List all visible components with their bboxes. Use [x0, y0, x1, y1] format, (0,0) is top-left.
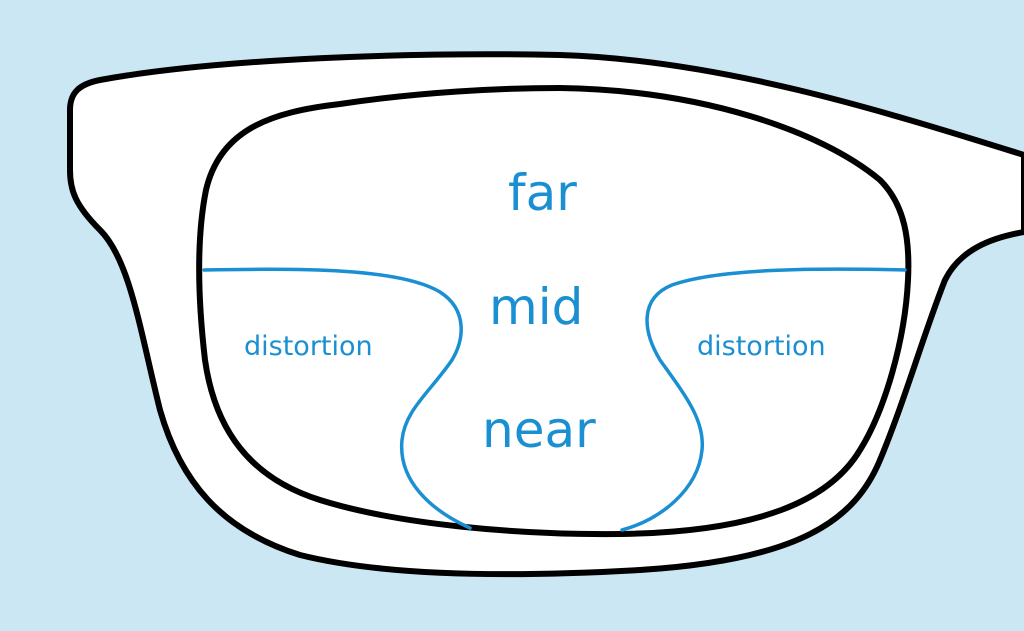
left-distortion-boundary [202, 267, 472, 530]
right-distortion-label: distortion [697, 331, 826, 362]
mid-zone-label: mid [489, 278, 584, 336]
right-distortion-boundary [620, 267, 907, 532]
near-zone-label: near [482, 401, 596, 459]
left-distortion-label: distortion [244, 331, 373, 362]
lens-outline [196, 85, 912, 538]
far-zone-label: far [508, 164, 577, 222]
